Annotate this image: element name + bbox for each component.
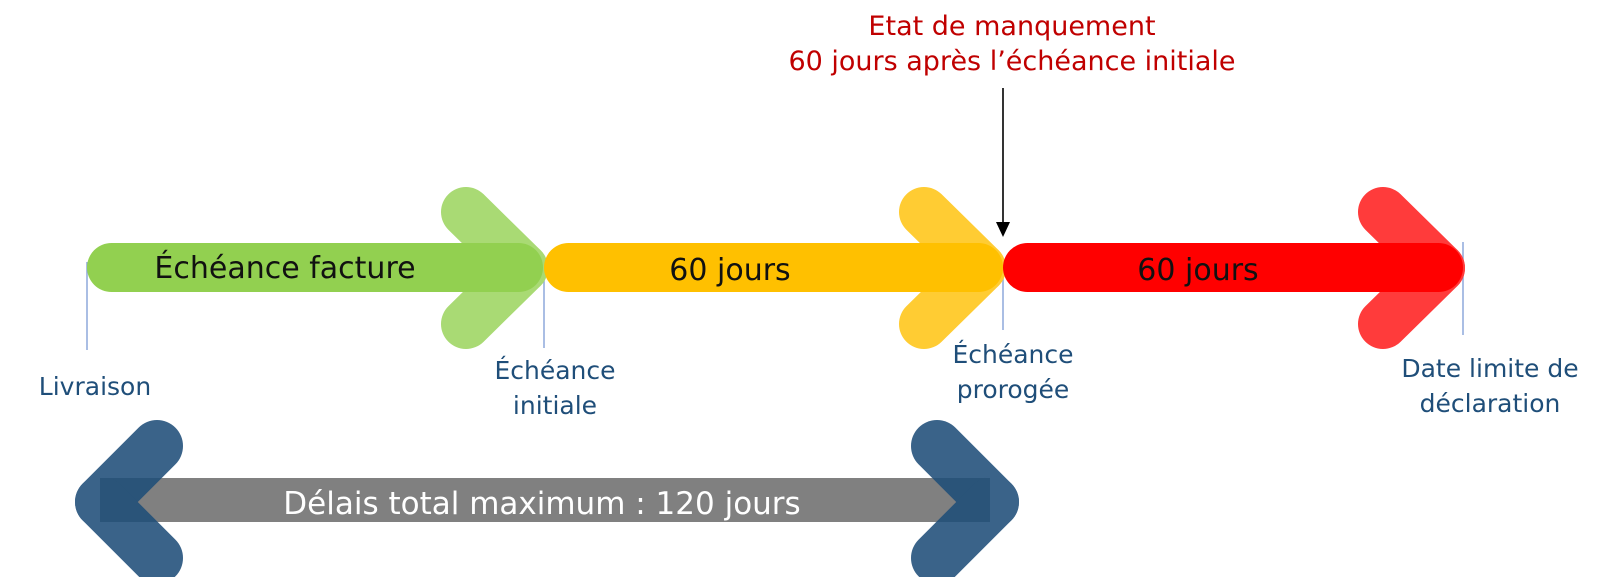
segment-echeance-facture: Échéance facture [87,187,548,349]
segment-60-jours-yellow: 60 jours [544,187,1006,349]
segment-3-bar [1003,243,1463,292]
total-left-arrowhead [75,420,183,577]
segment-1-label: Échéance facture [154,250,415,286]
milestone-livraison: Livraison [39,372,151,401]
milestone-echeance-prorogee-line-1: Échéance [952,340,1073,369]
milestone-date-limite-line-1: Date limite de [1401,354,1578,383]
segment-2-label: 60 jours [669,253,790,288]
segment-60-jours-red: 60 jours [1003,187,1465,349]
milestone-date-limite-line-2: déclaration [1420,389,1561,418]
total-duration-label: Délais total maximum : 120 jours [283,486,800,522]
annotation-line-2: 60 jours après l’échéance initiale [788,46,1235,77]
segment-1-bar [87,243,543,292]
annotation-pointer-arrowhead [996,222,1010,237]
milestone-echeance-initiale-line-1: Échéance [494,356,615,385]
segment-2-bar [544,243,1003,292]
milestone-echeance-initiale-line-2: initiale [513,391,597,420]
segment-3-label: 60 jours [1137,253,1258,288]
annotation-line-1: Etat de manquement [868,11,1155,42]
milestone-echeance-prorogee-line-2: prorogée [957,375,1070,404]
total-right-arrowhead [911,420,1019,577]
total-duration-double-arrow: Délais total maximum : 120 jours [75,420,1019,577]
total-duration-bar [100,478,990,522]
